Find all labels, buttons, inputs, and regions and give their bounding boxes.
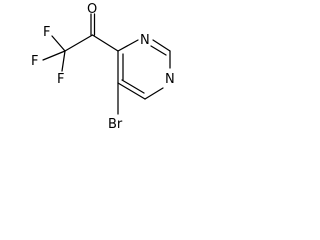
atom-bromine: Br bbox=[108, 117, 123, 132]
atom-fluorine-bottom: F bbox=[57, 72, 64, 87]
bond-ring-n1-c6 bbox=[144, 87, 164, 100]
atom-fluorine-left: F bbox=[31, 54, 38, 69]
bond-ring-n3-c2 bbox=[152, 39, 171, 52]
bond-c-f-bottom bbox=[61, 50, 66, 72]
structure-diagram: O F F F N N Br bbox=[0, 0, 188, 138]
bond-ring-c4-n3 bbox=[117, 39, 139, 52]
bond-c-f-top bbox=[51, 35, 66, 52]
bond-ring-n3-c2-inner bbox=[150, 45, 167, 56]
bond-carbonyl-ring bbox=[91, 34, 119, 52]
bonds bbox=[42, 13, 171, 115]
bond-carbonyl-cf3 bbox=[64, 34, 94, 52]
atom-labels: O F F F N N Br bbox=[31, 2, 175, 132]
bond-c-f-left bbox=[42, 50, 66, 61]
atom-nitrogen-top: N bbox=[140, 33, 150, 48]
bond-ring-c6-c5-inner bbox=[121, 79, 145, 94]
bond-ring-c6-c5 bbox=[117, 82, 146, 100]
atom-fluorine-top: F bbox=[43, 25, 50, 40]
atom-oxygen: O bbox=[87, 2, 97, 17]
atom-nitrogen-right: N bbox=[165, 72, 175, 87]
